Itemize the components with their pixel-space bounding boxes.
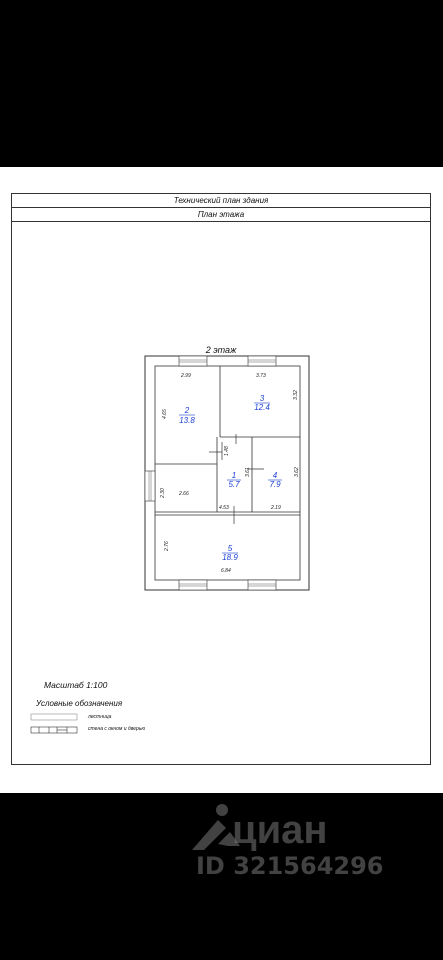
room-label-5: 5 18.9 — [222, 544, 238, 562]
room-5-area: 18.9 — [222, 553, 238, 562]
dim-2-30: 2.30 — [160, 488, 166, 499]
plan-frame: Технический план здания План этажа 2 эта… — [11, 193, 431, 765]
window-bottom-right — [247, 579, 277, 591]
watermark-id: ID 321564296 — [196, 852, 384, 880]
dim-4-65: 4.65 — [162, 409, 168, 419]
room-label-2: 2 13.8 — [179, 406, 195, 425]
floor-plan-diagram: 2 13.8 3 12.4 1 5.7 4 7.9 5 18.9 — [30, 355, 310, 734]
cian-logo-icon — [192, 804, 240, 850]
scale-label: Масштаб 1:100 — [44, 680, 108, 690]
wall-window-door-legend-symbol — [30, 726, 78, 734]
dim-2-66: 2.66 — [178, 491, 189, 497]
dim-3-61: 3.61 — [245, 467, 251, 477]
room-4-number: 4 — [273, 471, 278, 480]
window-left — [144, 470, 156, 502]
plan-subtitle: План этажа — [12, 208, 430, 222]
room-3-number: 3 — [260, 394, 265, 403]
dim-1-48: 1.48 — [224, 446, 230, 456]
room-label-4: 4 7.9 — [268, 471, 282, 489]
dimension-labels: 2.99 3.73 4.65 3.32 1.48 3.61 3.62 2.30 … — [160, 373, 300, 574]
dim-6-84: 6.84 — [221, 568, 231, 574]
stair-legend-symbol — [30, 713, 78, 721]
door-marks — [209, 434, 264, 524]
room-1-area: 5.7 — [228, 480, 240, 489]
room-label-3: 3 12.4 — [254, 394, 270, 412]
dim-3-62: 3.62 — [294, 467, 300, 477]
legend-item-wall: стена с окном и дверью — [88, 726, 146, 732]
room-3-area: 12.4 — [254, 403, 270, 412]
window-top-right — [247, 355, 277, 367]
interior-walls — [155, 366, 300, 516]
room-label-1: 1 5.7 — [227, 471, 241, 489]
dim-2-99: 2.99 — [180, 373, 191, 379]
window-bottom-left — [178, 579, 208, 591]
window-top-left — [178, 355, 208, 367]
room-1-number: 1 — [232, 471, 236, 480]
legend-item-stair: лестница — [88, 714, 112, 720]
dim-3-32: 3.32 — [293, 390, 299, 400]
room-2-number: 2 — [184, 406, 190, 415]
plan-sheet: Технический план здания План этажа 2 эта… — [0, 167, 443, 793]
dim-3-73: 3.73 — [256, 373, 266, 379]
floor-label: 2 этаж — [205, 345, 237, 355]
legend-title: Условные обозначения — [36, 699, 123, 708]
watermark-brand: циан — [232, 808, 328, 852]
plan-title: Технический план здания — [12, 194, 430, 208]
room-5-number: 5 — [228, 544, 233, 553]
room-2-area: 13.8 — [179, 416, 195, 425]
dim-2-76: 2.76 — [164, 541, 170, 552]
dim-2-19: 2.19 — [270, 505, 281, 511]
room-4-area: 7.9 — [269, 480, 281, 489]
dim-4-53: 4.53 — [219, 505, 229, 511]
